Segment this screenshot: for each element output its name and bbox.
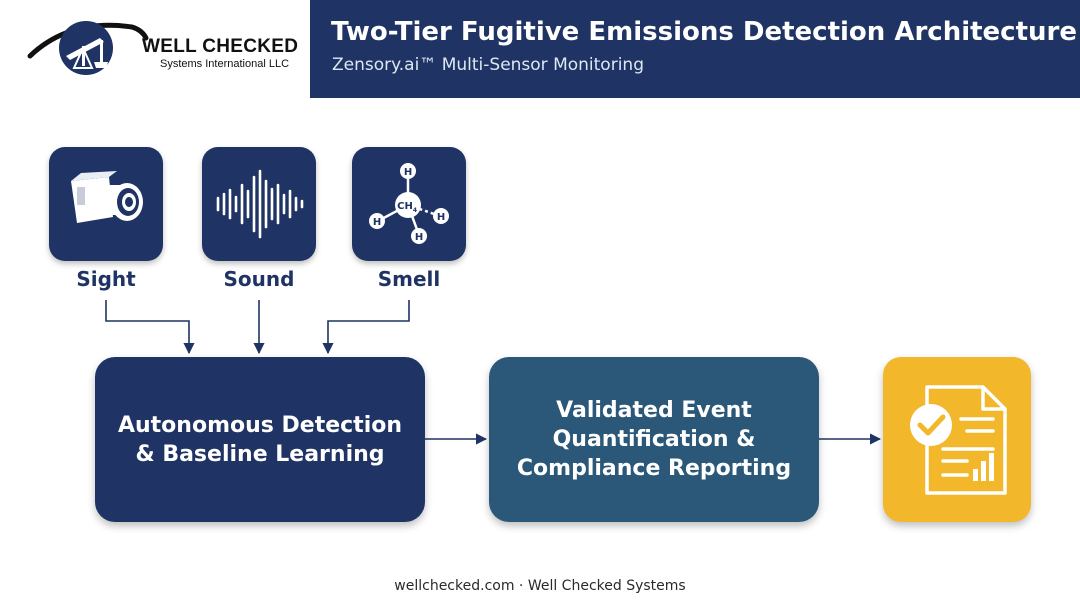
stage-validate-line2: Quantification & [552, 427, 756, 452]
logo-tagline: Systems International LLC [160, 58, 290, 70]
stage-validated-event: Validated Event Quantification & Complia… [489, 357, 819, 522]
stage-validate-line3: Compliance Reporting [516, 456, 792, 481]
logo-emblem-icon [27, 21, 149, 75]
camera-icon [71, 171, 143, 223]
logo-wordmark: WELL CHECKED [142, 36, 299, 57]
hydrogen-atom-label: H [437, 212, 445, 223]
connector-sight [105, 300, 195, 355]
footer: wellchecked.com · Well Checked Systems [394, 578, 686, 594]
header-band [310, 0, 1080, 98]
hydrogen-atom-label: H [373, 217, 381, 228]
hydrogen-atom-label: H [404, 167, 412, 178]
stage-autonomous-detection: Autonomous Detection & Baseline Learning [95, 357, 425, 522]
stage-detect-line2: & Baseline Learning [135, 441, 385, 467]
hydrogen-atom-label: H [415, 232, 423, 243]
stage-compliance-report [883, 357, 1031, 522]
sensor-label-smell: Smell [377, 267, 441, 291]
sound-wave-icon [216, 169, 304, 239]
methane-molecule-icon: CH 4 H H H H [369, 163, 449, 244]
molecule-center-label: CH [397, 201, 413, 212]
sensor-label-sound: Sound [223, 267, 295, 291]
page-title: Two-Tier Fugitive Emissions Detection Ar… [331, 17, 1077, 47]
logo-area: WELL CHECKED Systems International LLC [0, 0, 310, 98]
page-subtitle: Zensory.ai™ Multi-Sensor Monitoring [332, 55, 644, 75]
stage-validate-line1: Validated Event [556, 398, 752, 423]
sensor-tile-sound [202, 147, 316, 261]
stage-detect-line1: Autonomous Detection [117, 412, 403, 438]
compliance-report-icon [910, 385, 1007, 495]
connector-smell [322, 300, 410, 355]
sensor-tile-smell: CH 4 H H H H [352, 147, 466, 261]
sensor-label-sight: Sight [76, 267, 136, 291]
sensor-tile-sight [49, 147, 163, 261]
molecule-center-subscript: 4 [413, 207, 417, 214]
